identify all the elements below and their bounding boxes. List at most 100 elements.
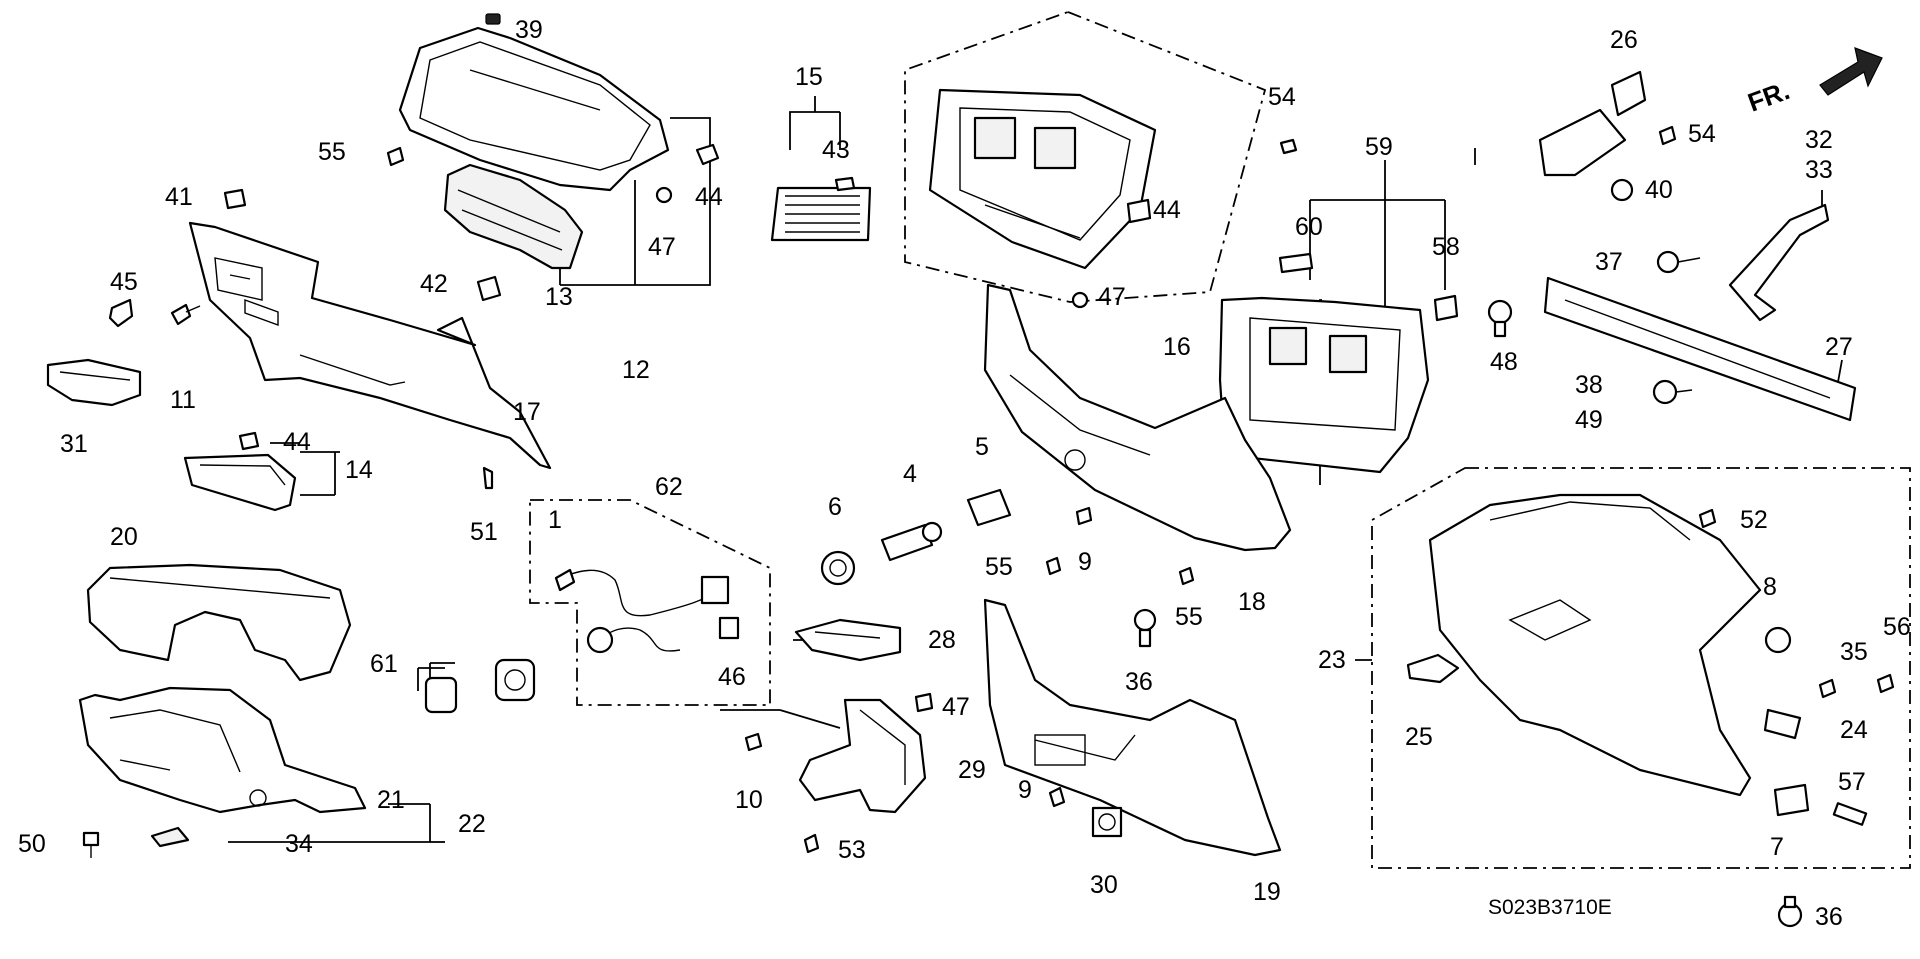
bracket-26 — [1538, 70, 1647, 177]
callout-62: 62 — [655, 473, 683, 501]
bolt-48 — [1487, 299, 1513, 338]
nut-47-a — [655, 186, 673, 204]
callout-12: 12 — [622, 356, 650, 384]
callout-8: 8 — [1763, 573, 1777, 601]
glove-box-23 — [1428, 493, 1762, 797]
callout-4: 4 — [903, 460, 917, 488]
pad-34 — [150, 826, 190, 848]
pin-57 — [1832, 802, 1868, 826]
screw-10 — [744, 732, 763, 752]
screw-9-a — [1075, 506, 1093, 526]
callout-6: 6 — [828, 493, 842, 521]
column-cover-upper-20 — [86, 563, 352, 682]
lever-45 — [108, 298, 134, 328]
callout-30: 30 — [1090, 871, 1118, 899]
callout-40: 40 — [1645, 176, 1673, 204]
harness-group-outline — [529, 499, 771, 706]
screw-54-b — [1658, 125, 1677, 146]
clip-58 — [1433, 294, 1459, 322]
callout-43: 43 — [822, 136, 850, 164]
callout-50: 50 — [18, 830, 46, 858]
clip-44-c — [1126, 198, 1152, 224]
screw-51 — [482, 466, 494, 490]
coin-pocket-14 — [183, 453, 297, 512]
callout-54b: 54 — [1688, 120, 1716, 148]
callout-7: 7 — [1770, 833, 1784, 861]
lighter-element-4 — [880, 521, 943, 562]
bolt-40 — [1610, 178, 1634, 202]
callout-36b: 36 — [1815, 903, 1843, 931]
tray-28 — [794, 618, 902, 662]
clip-39 — [485, 13, 501, 25]
clip-44-b — [238, 431, 260, 451]
callout-31: 31 — [60, 430, 88, 458]
callout-37: 37 — [1595, 248, 1623, 276]
lower-bezel-59 — [1218, 296, 1430, 474]
callout-48: 48 — [1490, 348, 1518, 376]
damper-8 — [1764, 626, 1792, 654]
knob-6 — [820, 550, 856, 586]
glove-box-group-outline — [1371, 467, 1911, 869]
harness-62 — [554, 568, 740, 654]
front-direction-arrow-icon — [1819, 47, 1883, 96]
callout-23: 23 — [1318, 646, 1346, 674]
ashtray-15 — [770, 186, 872, 242]
callout-28: 28 — [928, 626, 956, 654]
drawing-code: S023B3710E — [1488, 896, 1612, 919]
screw-55-b — [1178, 566, 1195, 586]
callout-18: 18 — [1238, 588, 1266, 616]
callout-21: 21 — [377, 786, 405, 814]
callout-47b: 47 — [1098, 283, 1126, 311]
screw-56 — [1876, 673, 1895, 694]
vent-assembly-outline — [904, 11, 1267, 303]
callout-49: 49 — [1575, 406, 1603, 434]
bracket-27 — [1543, 276, 1857, 422]
callout-14: 14 — [345, 456, 373, 484]
callout-38: 38 — [1575, 371, 1603, 399]
callout-46: 46 — [718, 663, 746, 691]
callout-labels: 1 4 5 6 7 8 9 9 10 11 12 13 14 15 16 17 … — [18, 16, 1911, 931]
callout-60: 60 — [1295, 213, 1323, 241]
screw-54-a — [1279, 138, 1298, 155]
callout-61: 61 — [370, 650, 398, 678]
nut-47-b — [1071, 291, 1089, 309]
callout-58: 58 — [1432, 233, 1460, 261]
center-lower-panel-19 — [983, 598, 1282, 857]
screw-55-c — [386, 146, 405, 167]
callout-1: 1 — [548, 506, 562, 534]
screw-52 — [1698, 508, 1717, 529]
meter-hood — [398, 26, 670, 192]
callout-22: 22 — [458, 810, 486, 838]
clip-42 — [476, 275, 502, 302]
meter-foam-pad — [443, 163, 584, 270]
clip-47-c — [914, 692, 934, 713]
callout-15: 15 — [795, 63, 823, 91]
screw-35 — [1818, 678, 1837, 699]
callout-32: 32 — [1805, 126, 1833, 154]
callout-55c: 55 — [1175, 603, 1203, 631]
callout-26: 26 — [1610, 26, 1638, 54]
screw-9-b — [1048, 786, 1066, 808]
callout-13: 13 — [545, 283, 573, 311]
callout-11: 11 — [170, 386, 196, 414]
callout-25: 25 — [1405, 723, 1433, 751]
driver-lower-panel — [188, 221, 552, 470]
callout-39: 39 — [515, 16, 543, 44]
callout-17: 17 — [513, 398, 541, 426]
screw-55-a — [1045, 556, 1062, 576]
callout-34: 34 — [285, 830, 313, 858]
callout-10: 10 — [735, 786, 763, 814]
callout-42: 42 — [420, 270, 448, 298]
callout-45: 45 — [110, 268, 138, 296]
callout-19: 19 — [1253, 878, 1281, 906]
callout-36a: 36 — [1125, 668, 1153, 696]
bolt-38-49 — [1652, 379, 1693, 405]
callout-59: 59 — [1365, 133, 1393, 161]
callout-44b: 44 — [1153, 196, 1181, 224]
callout-44a: 44 — [695, 183, 723, 211]
callout-47a: 47 — [648, 233, 676, 261]
callout-9a: 9 — [1078, 548, 1092, 576]
bracket-32-33 — [1728, 203, 1830, 322]
callout-54a: 54 — [1268, 83, 1296, 111]
